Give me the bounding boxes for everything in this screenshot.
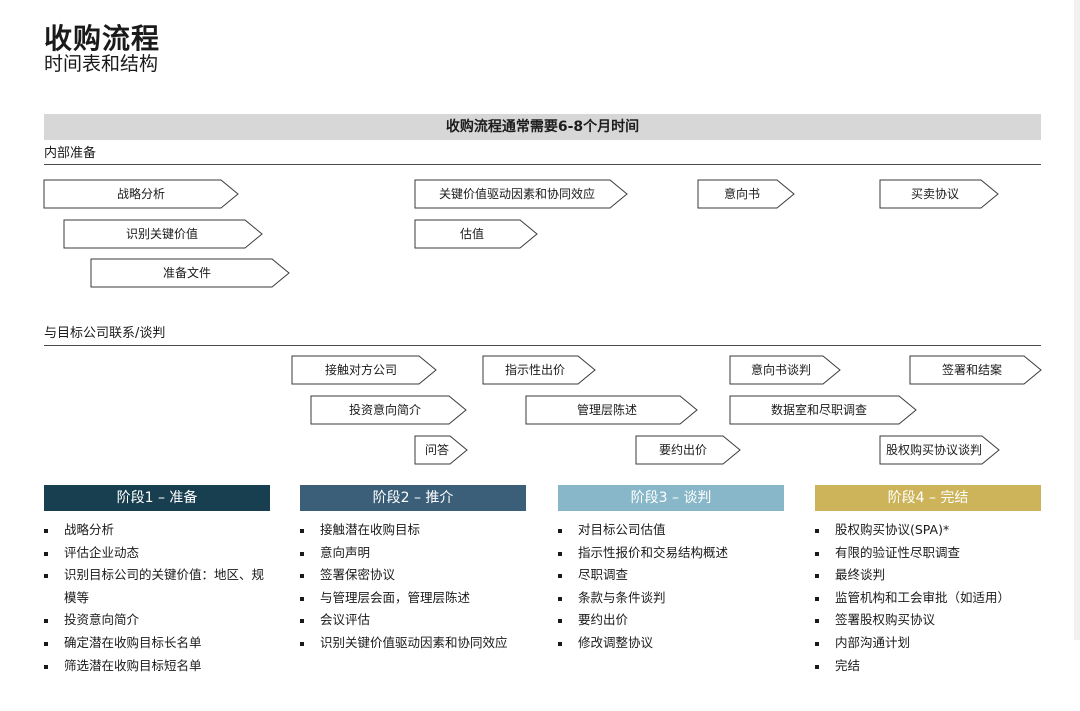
arrow-step-label: 管理层陈述 [577,402,637,417]
phase-list: 接触潜在收购目标 意向声明 签署保密协议 与管理层会面，管理层陈述 会议评估 识… [300,519,526,655]
arrow-step: 估值 [414,219,538,249]
arrow-step-label: 估值 [460,226,484,241]
arrow-step-label: 准备文件 [163,265,211,280]
arrow-step-label: 投资意向简介 [349,402,421,417]
phase-list: 战略分析 评估企业动态 识别目标公司的关键价值：地区、规模等 投资意向简介 确定… [44,519,270,677]
arrow-step-label: 签署和结案 [942,362,1002,377]
arrow-step-label: 接触对方公司 [325,362,397,377]
list-item: 意向声明 [300,542,526,565]
list-item: 指示性报价和交易结构概述 [558,542,784,565]
arrow-step: 意向书谈判 [729,355,841,385]
right-edge-strip [1074,0,1080,640]
arrow-step-label: 问答 [425,442,449,457]
list-item: 条款与条件谈判 [558,587,784,610]
list-item: 会议评估 [300,609,526,632]
arrow-step-label: 数据室和尽职调查 [771,402,867,417]
page-subtitle: 时间表和结构 [44,53,159,75]
list-item: 签署保密协议 [300,564,526,587]
list-item: 对目标公司估值 [558,519,784,542]
arrow-step: 签署和结案 [909,355,1042,385]
phase-header: 阶段1 – 准备 [44,485,270,511]
phase-list: 股权购买协议(SPA)* 有限的验证性尽职调查 最终谈判 监管机构和工会审批（如… [815,519,1041,677]
list-item: 最终谈判 [815,564,1041,587]
list-item: 股权购买协议(SPA)* [815,519,1041,542]
arrow-step: 准备文件 [90,258,290,288]
section-contact-rule [44,345,1041,346]
list-item: 接触潜在收购目标 [300,519,526,542]
arrow-step-label: 意向书谈判 [751,362,811,377]
arrow-step-label: 买卖协议 [911,186,959,201]
list-item: 投资意向简介 [44,609,270,632]
phase-header: 阶段4 – 完结 [815,485,1041,511]
list-item: 识别目标公司的关键价值：地区、规模等 [44,564,270,609]
list-item: 识别关键价值驱动因素和协同效应 [300,632,526,655]
list-item: 与管理层会面，管理层陈述 [300,587,526,610]
arrow-step: 买卖协议 [879,179,999,209]
list-item: 完结 [815,655,1041,678]
arrow-step-label: 股权购买协议谈判 [886,442,982,457]
arrow-step-label: 意向书 [724,186,760,201]
arrow-step: 关键价值驱动因素和协同效应 [414,179,628,209]
arrow-step: 意向书 [697,179,795,209]
list-item: 战略分析 [44,519,270,542]
page-title: 收购流程 [44,22,161,55]
section-internal-rule [44,164,1041,165]
section-contact-label: 与目标公司联系/谈判 [44,326,166,341]
phase-header: 阶段2 – 推介 [300,485,526,511]
list-item: 尽职调查 [558,564,784,587]
arrow-step: 管理层陈述 [525,395,698,425]
phase-column: 阶段1 – 准备 战略分析 评估企业动态 识别目标公司的关键价值：地区、规模等 … [44,485,270,677]
arrow-step: 投资意向简介 [310,395,467,425]
arrow-step-label: 指示性出价 [505,362,565,377]
process-arrows: 战略分析 识别关键价值 准备文件 关键价值驱动因素和协同效应 估值 意向书 买卖… [43,179,1042,465]
phase-header: 阶段3 – 谈判 [558,485,784,511]
arrow-step: 战略分析 [43,179,239,209]
list-item: 内部沟通计划 [815,632,1041,655]
arrow-step: 接触对方公司 [291,355,437,385]
timeline-banner: 收购流程通常需要6-8个月时间 [44,114,1041,140]
arrow-step: 数据室和尽职调查 [729,395,917,425]
list-item: 修改调整协议 [558,632,784,655]
phase-column: 阶段4 – 完结 股权购买协议(SPA)* 有限的验证性尽职调查 最终谈判 监管… [815,485,1041,677]
arrow-step-label: 关键价值驱动因素和协同效应 [439,186,595,201]
phase-list: 对目标公司估值 指示性报价和交易结构概述 尽职调查 条款与条件谈判 要约出价 修… [558,519,784,655]
arrow-step: 股权购买协议谈判 [879,435,1000,465]
list-item: 监管机构和工会审批（如适用） [815,587,1041,610]
list-item: 筛选潜在收购目标短名单 [44,655,270,678]
arrow-step-label: 识别关键价值 [126,226,198,241]
list-item: 签署股权购买协议 [815,609,1041,632]
list-item: 评估企业动态 [44,542,270,565]
phase-column: 阶段2 – 推介 接触潜在收购目标 意向声明 签署保密协议 与管理层会面，管理层… [300,485,526,655]
list-item: 要约出价 [558,609,784,632]
arrow-step-label: 要约出价 [659,442,707,457]
arrow-step: 指示性出价 [482,355,596,385]
arrow-step: 问答 [414,435,468,465]
list-item: 有限的验证性尽职调查 [815,542,1041,565]
phase-column: 阶段3 – 谈判 对目标公司估值 指示性报价和交易结构概述 尽职调查 条款与条件… [558,485,784,655]
arrow-step: 要约出价 [635,435,741,465]
section-internal-label: 内部准备 [44,146,97,161]
list-item: 确定潜在收购目标长名单 [44,632,270,655]
arrow-step-label: 战略分析 [117,186,165,201]
arrow-step: 识别关键价值 [63,219,263,249]
